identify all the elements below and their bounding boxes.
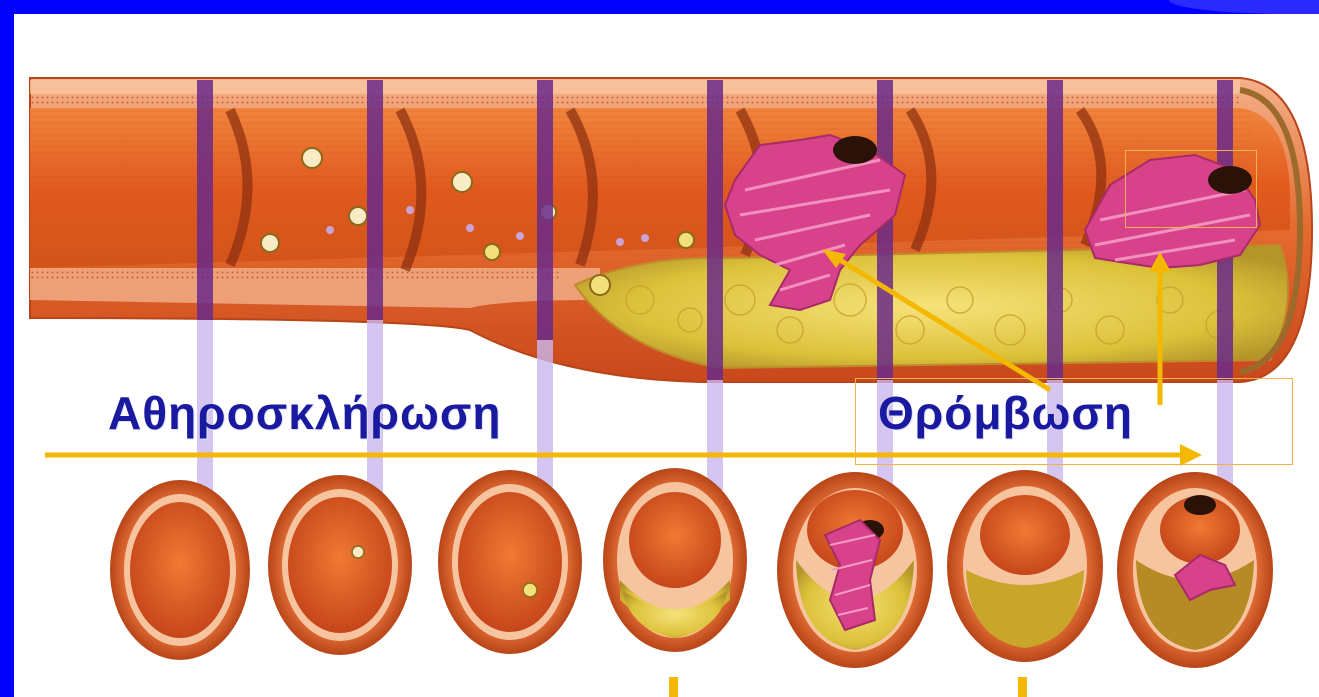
cross-section-7 [1117,472,1273,668]
label-thrombosis: Θρόμβωση [878,386,1133,440]
bottom-markers [669,677,1027,697]
label-atherosclerosis: Αθηροσκλήρωση [108,386,501,440]
cross-section-6 [947,470,1103,662]
cross-section-1 [110,480,250,660]
cross-section-2 [268,475,412,655]
cross-section-3 [438,470,582,654]
cross-sections [110,468,1273,668]
cross-section-4 [603,468,747,652]
cross-section-5 [777,472,933,668]
thrombus-highlight-box [1125,150,1257,228]
